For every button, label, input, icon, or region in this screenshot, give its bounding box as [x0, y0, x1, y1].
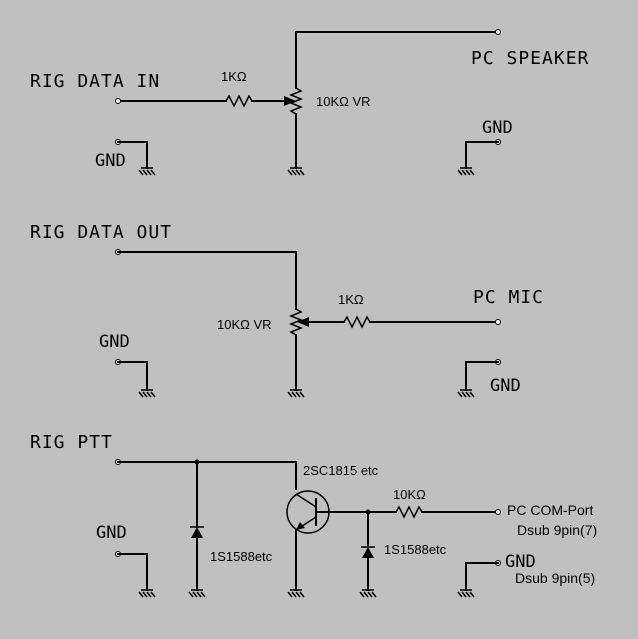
rig-data-in-label: RIG DATA IN: [30, 71, 160, 92]
wiper-arrow-icon: [297, 317, 309, 327]
ground-icon: [287, 167, 305, 176]
gnd-label-right: GND: [482, 118, 513, 138]
ground-icon: [359, 589, 377, 598]
ground-icon: [457, 589, 475, 598]
vr-10k-label: 10KΩ VR: [316, 94, 371, 109]
ground-icon: [457, 167, 475, 176]
ground-icon: [287, 389, 305, 398]
rig-data-out-label: RIG DATA OUT: [30, 222, 172, 243]
vr-10k-label: 10KΩ VR: [217, 317, 272, 332]
resistor-1k-label: 1KΩ: [338, 292, 364, 307]
gnd-wire-left: [117, 553, 148, 591]
ground-icon: [138, 167, 156, 176]
rig-data-in-terminal: [115, 98, 121, 104]
gnd-wire-right: [465, 562, 499, 591]
speaker-terminal: [495, 29, 501, 35]
wiper-arrow-icon: [284, 96, 296, 106]
gnd-label-right: GND: [505, 552, 536, 572]
com-port-label: PC COM-Port: [507, 502, 593, 518]
pc-speaker-label: PC SPEAKER: [471, 48, 589, 69]
emitter-arrow-icon: [296, 522, 305, 530]
gnd-wire-right: [465, 361, 499, 391]
dsub-pin7-label: Dsub 9pin(7): [517, 522, 597, 538]
gnd-label-left: GND: [96, 523, 127, 543]
ground-icon: [457, 389, 475, 398]
ground-icon: [138, 589, 156, 598]
mic-terminal: [495, 319, 501, 325]
ground-icon: [287, 589, 305, 598]
output-wire: [117, 251, 297, 310]
diode2-label: 1S1588etc: [384, 542, 447, 557]
section-rig-data-out: RIG DATA OUT PC MIC 1KΩ 10KΩ VR GND GND: [30, 222, 544, 398]
gnd-wire-left: [117, 361, 148, 391]
gnd-wire-right: [465, 141, 499, 169]
ground-icon: [188, 589, 206, 598]
dsub-pin5-label: Dsub 9pin(5): [515, 570, 595, 586]
resistor-1k-label: 1KΩ: [221, 69, 247, 84]
gnd-wire-left: [117, 141, 148, 169]
section-rig-data-in: RIG DATA IN PC SPEAKER 1KΩ 10KΩ VR GND G…: [30, 29, 589, 176]
gnd-label-left: GND: [99, 332, 130, 352]
diode2-icon: [362, 547, 374, 558]
resistor-1k: [225, 94, 253, 108]
diode1-label: 1S1588etc: [210, 549, 273, 564]
diode1-icon: [191, 527, 203, 538]
resistor-10k: [395, 505, 423, 519]
rig-ptt-label: RIG PTT: [30, 432, 113, 453]
com-port-terminal: [495, 509, 501, 515]
gnd-label-right: GND: [490, 376, 521, 396]
resistor-1k: [343, 315, 371, 329]
resistor-10k-label: 10KΩ: [393, 487, 426, 502]
vr-10k: [288, 308, 304, 336]
pc-mic-label: PC MIC: [473, 287, 544, 308]
vr-10k: [288, 87, 304, 115]
section-rig-ptt: RIG PTT 2SC1815 etc 10KΩ 1S1588etc 1S158…: [30, 432, 597, 598]
gnd-label-left: GND: [95, 151, 126, 171]
transistor-label: 2SC1815 etc: [303, 463, 379, 478]
ground-icon: [138, 389, 156, 398]
ptt-wire: [117, 461, 297, 490]
